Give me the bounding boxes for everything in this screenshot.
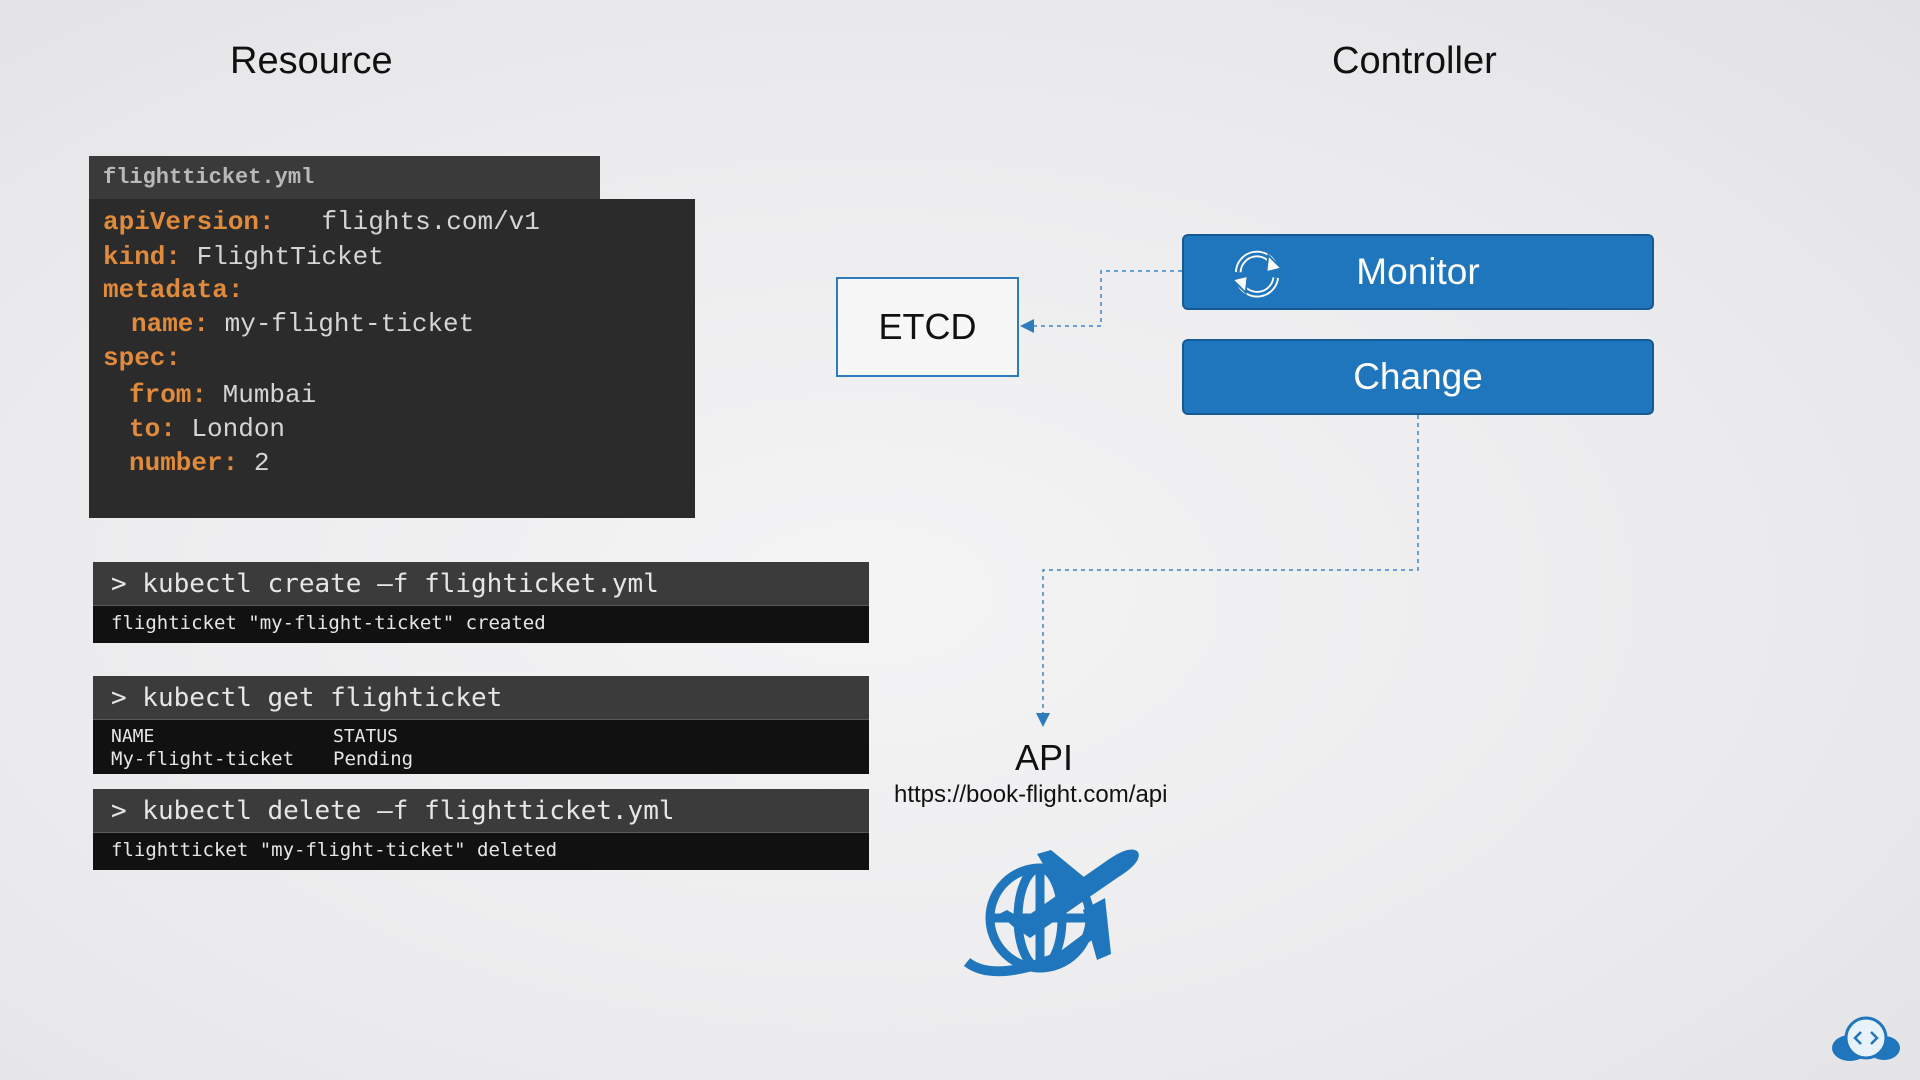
sync-icon [1230, 250, 1284, 298]
yaml-key: name: [131, 309, 210, 339]
terminal-command: > kubectl delete –f flightticket.yml [93, 789, 869, 833]
terminal-output-table: NAME STATUS My-flight-ticket Pending [93, 720, 869, 774]
terminal-get: > kubectl get flighticket NAME STATUS My… [93, 676, 869, 774]
etcd-box: ETCD [836, 277, 1019, 377]
yaml-line-number: number: 2 [129, 448, 269, 478]
yaml-line-spec: spec: [103, 343, 181, 373]
monitor-to-etcd-connector [1032, 270, 1182, 327]
yaml-key: metadata: [103, 275, 244, 305]
terminal-command: > kubectl get flighticket [93, 676, 869, 720]
cloud-code-icon [1832, 1016, 1900, 1061]
api-arrowhead [1036, 713, 1050, 727]
column-header-name: NAME [111, 726, 155, 747]
terminal-delete: > kubectl delete –f flightticket.yml fli… [93, 789, 869, 870]
yaml-line-kind: kind: FlightTicket [103, 242, 384, 272]
yaml-value: 2 [253, 448, 270, 478]
globe-airplane-icon [963, 849, 1139, 977]
table-cell-status: Pending [333, 748, 414, 770]
etcd-label: ETCD [878, 306, 977, 347]
yaml-key: from: [129, 380, 208, 410]
change-to-api-connector [1042, 415, 1419, 713]
api-url: https://book-flight.com/api [894, 781, 1168, 808]
yaml-line-to: to: London [129, 414, 285, 444]
yaml-key: apiVersion: [103, 207, 275, 237]
table-cell-name: My-flight-ticket [111, 748, 295, 770]
yaml-filename-tab: flightticket.yml [89, 156, 600, 199]
yaml-value: London [191, 414, 286, 444]
change-label: Change [1353, 356, 1483, 397]
change-button: Change [1182, 339, 1654, 415]
controller-heading: Controller [1332, 40, 1497, 82]
terminal-output: flightticket "my-flight-ticket" deleted [93, 833, 869, 870]
terminal-create: > kubectl create –f flighticket.yml flig… [93, 562, 869, 643]
monitor-label: Monitor [1356, 251, 1480, 292]
yaml-value: Mumbai [222, 380, 317, 410]
yaml-code-block: apiVersion: flights.com/v1 kind: FlightT… [89, 199, 695, 518]
yaml-line-metadata: metadata: [103, 275, 243, 305]
monitor-button: Monitor [1182, 234, 1654, 310]
yaml-value: FlightTicket [196, 242, 384, 272]
terminal-output: flighticket "my-flight-ticket" created [93, 606, 869, 643]
yaml-key: kind: [103, 242, 182, 272]
yaml-line-apiversion: apiVersion: flights.com/v1 [103, 207, 540, 237]
yaml-value: my-flight-ticket [224, 309, 475, 339]
yaml-line-name: name: my-flight-ticket [131, 309, 474, 339]
api-title: API [1015, 737, 1074, 778]
yaml-key: to: [129, 414, 176, 444]
column-header-status: STATUS [333, 726, 399, 747]
yaml-key: spec: [103, 343, 182, 373]
terminal-command: > kubectl create –f flighticket.yml [93, 562, 869, 606]
yaml-key: number: [129, 448, 239, 478]
yaml-value: flights.com/v1 [321, 207, 540, 237]
etcd-arrowhead [1020, 319, 1034, 333]
resource-heading: Resource [230, 40, 393, 82]
yaml-line-from: from: Mumbai [129, 380, 316, 410]
